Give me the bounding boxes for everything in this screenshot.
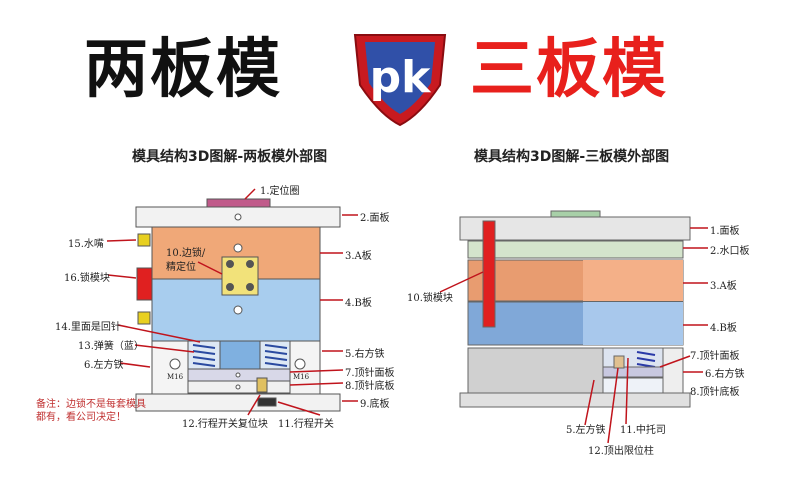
label: 8.顶针底板 [690, 387, 740, 398]
label: 2.水口板 [710, 246, 750, 257]
label: 9.底板 [360, 399, 390, 410]
water-nozzle [137, 233, 151, 247]
label: 11.行程开关 [278, 419, 334, 430]
label: 4.B板 [710, 323, 737, 334]
label: 8.顶针底板 [345, 381, 395, 392]
pk-logo: pk [353, 34, 447, 127]
label: 精定位 [166, 262, 196, 273]
label: 6.右方铁 [705, 369, 745, 380]
label: 3.A板 [345, 251, 372, 262]
mark: M16 [293, 373, 310, 381]
label: 13.弹簧（蓝） [78, 341, 144, 352]
label: 15.水嘴 [68, 239, 104, 250]
right-iron [289, 340, 321, 395]
note: 备注：边锁不是每套模具都有，看公司决定！ [36, 399, 146, 423]
svg-text:pk: pk [370, 52, 432, 103]
reset-block [256, 377, 268, 393]
label: 7.顶针面板 [690, 351, 740, 362]
label: 5.左方铁 [566, 425, 606, 436]
label: 5.右方铁 [345, 349, 385, 360]
label: 3.A板 [710, 281, 737, 292]
label: 1.定位圈 [260, 186, 300, 197]
three-plate-mold [459, 210, 691, 408]
right-iron [662, 347, 684, 394]
subtitle-three-plate: 模具结构3D图解-三板模外部图 [474, 149, 670, 165]
bottom-plate [135, 393, 341, 412]
label: 14.里面是回针 [55, 322, 121, 333]
title-two-plate: 两板模 [84, 33, 282, 107]
runner-plate [467, 240, 684, 259]
locating-ring [206, 198, 271, 208]
label: 2.面板 [360, 213, 390, 224]
right-arrows [439, 227, 708, 444]
limit-column [613, 355, 625, 369]
ejector-top-plate [602, 366, 664, 378]
bottom-plate [459, 392, 691, 408]
label: 1.面板 [710, 226, 740, 237]
label: 12.顶出限位柱 [588, 446, 654, 457]
two-plate-mold [135, 198, 341, 412]
left-iron [467, 347, 604, 394]
lock-block [482, 220, 496, 328]
label: 7.顶针面板 [345, 368, 395, 379]
label: 16.锁模块 [64, 273, 110, 284]
locating-ring [550, 210, 601, 218]
ejector-bottom-plate [602, 377, 664, 394]
label: 10.锁模块 [407, 293, 453, 304]
title-three-plate: 三板模 [470, 33, 668, 107]
label: 6.左方铁 [84, 360, 124, 371]
label: 12.行程开关复位块 [182, 419, 268, 430]
label: 10.边锁/ [166, 248, 206, 259]
left-arrows [106, 188, 358, 416]
subtitle-two-plate: 模具结构3D图解-两板模外部图 [132, 149, 328, 165]
limit-switch [257, 397, 277, 407]
mark: M16 [167, 373, 184, 381]
label: 11.中托司 [620, 425, 666, 436]
label: 4.B板 [345, 298, 372, 309]
lock-block [136, 267, 153, 301]
